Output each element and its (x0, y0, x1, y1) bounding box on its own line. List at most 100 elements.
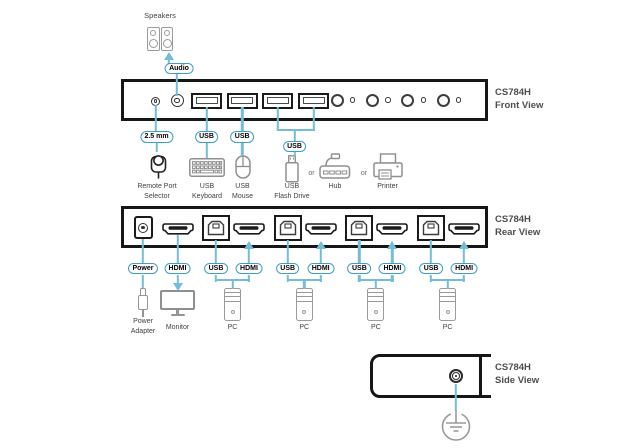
pc4-usb-leg (429, 274, 433, 282)
side-panel-bottom-stub (481, 395, 491, 398)
audio-arrow-stem (167, 59, 171, 64)
front-usb-port-3 (262, 92, 294, 109)
pc1-usb-pill: USB (204, 262, 228, 275)
front-usb2-pill: USB (230, 131, 255, 143)
monitor-icon (160, 290, 195, 310)
pc4-hdmi-pill: HDMI (450, 262, 478, 275)
pc2-label: PC (299, 323, 310, 331)
rear-hdmi-port-4 (448, 223, 480, 235)
audio-pill: Audio (164, 62, 194, 75)
front-usb1-pill: USB (194, 131, 219, 143)
pc4-label: PC (442, 323, 453, 331)
console-hdmi-port (161, 223, 194, 235)
usb-flash-drive-icon (285, 155, 299, 183)
side-panel (370, 354, 482, 398)
rear-hdmi-line-2 (319, 247, 322, 263)
side-view-label: CS784H Side View (495, 362, 539, 387)
pc2-icon (295, 288, 313, 321)
audio-jack-pin (174, 97, 180, 104)
speaker-right-icon (160, 26, 174, 51)
usb-mouse-icon (234, 155, 251, 179)
monitor-line (176, 274, 179, 284)
or-word-2: or (360, 169, 368, 177)
rear-usb-line-3 (358, 240, 361, 263)
rear-usb-b-port-2 (273, 214, 302, 241)
grounding-screw-center (454, 374, 458, 378)
rear-view-model: CS784H (495, 214, 531, 225)
remote-port-selector-icon (150, 155, 167, 179)
pc3-icon (367, 288, 385, 321)
pc1-label: PC (227, 323, 238, 331)
audio-jack-line (175, 73, 179, 96)
pc1-hdmi-leg (247, 274, 251, 282)
rear-view-name: Rear View (495, 226, 541, 238)
pc1-drop (231, 279, 234, 289)
jack-25mm-line (154, 104, 157, 132)
rear-hdmi-arrow-1 (244, 240, 254, 249)
pc3-label: PC (371, 323, 381, 331)
rear-hdmi-port-2 (304, 223, 337, 235)
rear-hdmi-arrow-3 (387, 240, 398, 249)
front-view-label: CS784H Front View (495, 87, 543, 112)
power-pill: Power (127, 262, 159, 275)
pc4-hdmi-leg (462, 274, 466, 282)
rear-hdmi-line-1 (247, 247, 251, 263)
front-view-name: Front View (495, 99, 544, 111)
usb-keyboard-icon (189, 158, 225, 177)
port-led-1 (349, 97, 356, 103)
printer-label: Printer (377, 183, 398, 190)
monitor-stand (176, 310, 179, 314)
rear-view-label: CS784H Rear View (495, 214, 540, 239)
pc2-hdmi-pill: HDMI (307, 262, 335, 275)
front-usb34-pill: USB (282, 140, 307, 153)
port-select-button-1 (330, 93, 344, 107)
pc2-usb-pill: USB (275, 262, 300, 275)
flash-stub (293, 151, 296, 157)
side-view-name: Side View (495, 374, 540, 386)
remote-port-jack-pin (153, 99, 158, 103)
pc1-hdmi-pill: HDMI (235, 262, 263, 275)
monitor-arrow-down-icon (172, 282, 183, 291)
port-led-3 (420, 97, 427, 103)
port-select-button-3 (401, 93, 415, 107)
ground-line (454, 383, 458, 411)
hub-label: Hub (328, 183, 342, 190)
pc2-hdmi-leg (319, 274, 322, 282)
jack-25mm-pill: 2.5 mm (139, 131, 174, 143)
power-adapter-cord (142, 310, 144, 317)
pc4-usb-pill: USB (419, 262, 443, 275)
port-select-button-2 (365, 93, 379, 107)
rear-usb-line-1 (214, 240, 218, 263)
console-hdmi-line (176, 234, 179, 263)
power-adapter-line (141, 274, 145, 288)
side-view-model: CS784H (495, 362, 531, 373)
mouse-stub (240, 142, 244, 156)
pc2-drop (302, 279, 306, 289)
port-select-button-4 (436, 93, 450, 107)
pc3-usb-pill: USB (347, 262, 372, 275)
power-jack-pin (141, 225, 145, 230)
pc1-icon (224, 288, 241, 321)
rear-hdmi-port-1 (233, 223, 265, 235)
pc3-hdmi-pill: HDMI (378, 262, 406, 275)
audio-arrow-up-icon (164, 52, 174, 60)
remote-selector-stub (155, 142, 158, 152)
rear-usb-line-2 (286, 240, 289, 263)
speakers-label: Speakers (144, 11, 176, 20)
rear-hdmi-line-4 (462, 247, 466, 263)
side-panel-top-stub (481, 354, 491, 357)
front-usb3-bracket-leg (276, 106, 279, 131)
front-usb34-drop (293, 129, 296, 142)
front-usb4-bracket-leg (312, 106, 315, 131)
pc3-drop (374, 279, 378, 289)
rear-usb-b-port-4 (417, 214, 446, 241)
front-usb2-line (240, 106, 244, 132)
port-led-4 (455, 97, 462, 103)
console-hdmi-pill: HDMI (164, 262, 191, 275)
rear-hdmi-arrow-4 (459, 240, 470, 249)
